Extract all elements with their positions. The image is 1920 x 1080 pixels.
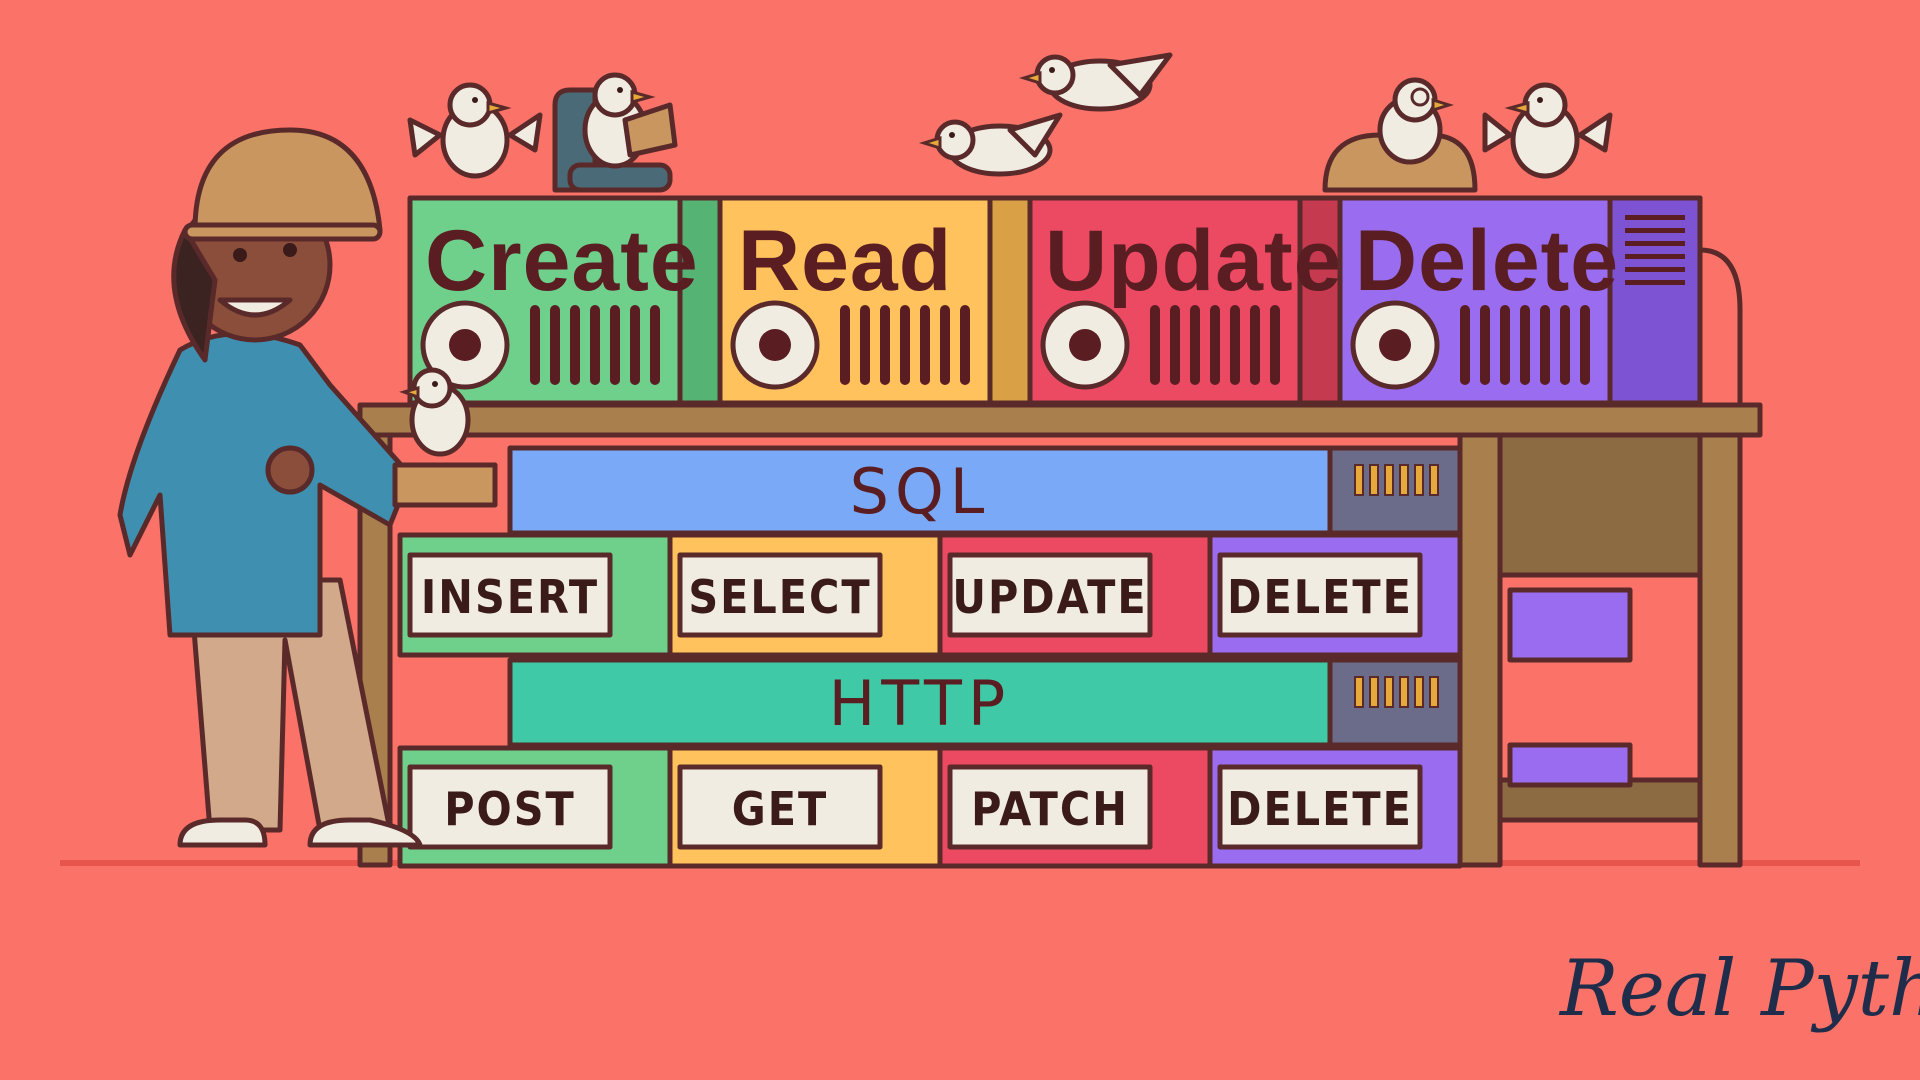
http-method-post: POST [444,782,576,836]
crud-label-read: Read [738,213,952,309]
crud-label-delete: Delete [1355,213,1619,309]
http-method-patch: PATCH [971,782,1129,836]
bird-flying-2 [1018,52,1173,112]
vent-create [530,305,660,385]
hair [171,227,218,363]
developer-character [117,127,498,848]
http-connectors [1354,676,1439,708]
real-python-logo: Real Python [1558,944,1920,1034]
right-shoe [307,817,423,848]
sql-commands-row: INSERT SELECT UPDATE DELETE [397,532,1463,658]
sql-command-update: UPDATE [952,570,1147,624]
sql-command-delete: DELETE [1227,570,1413,624]
sql-command-delete-plate [1217,552,1423,638]
vent-read [840,305,970,385]
bird-reading-in-chair [552,72,678,193]
sql-command-select-plate [677,552,883,638]
vent-update [1150,305,1280,385]
sql-band: SQL [507,445,1463,536]
crud-module-create: Create [407,195,723,406]
vent-delete [1460,305,1590,385]
crud-label-create: Create [425,213,699,309]
crud-module-delete: Delete [1337,195,1703,406]
monocle-icon [1410,87,1430,107]
vent-delete-side [1625,215,1685,285]
http-method-post-plate [407,764,613,850]
bird-flying-1 [918,112,1063,177]
crud-module-read: Read [717,195,1033,406]
sql-command-insert-plate [407,552,613,638]
bird-in-nest [1322,77,1478,193]
side-panel-lower [1507,742,1633,788]
http-method-patch-plate [947,764,1153,850]
bird-on-create [407,82,543,179]
crud-label-update: Update [1045,213,1342,309]
http-method-get: GET [732,782,828,836]
crud-row: Create Read [407,195,1703,406]
http-band: HTTP [507,657,1463,748]
thumbs-up-hand [265,445,315,495]
falconry-glove [392,462,498,508]
book-icon [622,102,678,158]
sql-connectors [1354,464,1439,496]
http-label: HTTP [829,667,1012,740]
http-method-delete: DELETE [1227,782,1413,836]
bird-on-glove [399,367,471,457]
side-panel-upper [1507,587,1633,663]
pith-helmet [192,127,383,233]
bird-on-delete [1482,82,1613,179]
http-methods-row: POST GET PATCH DELETE [397,745,1463,869]
sql-command-insert: INSERT [421,570,599,624]
left-shoe [177,817,268,848]
http-method-delete-plate [1217,764,1423,850]
sql-command-update-plate [947,552,1153,638]
crud-module-update: Update [1027,195,1343,406]
sql-command-select: SELECT [688,570,871,624]
http-method-get-plate [677,764,883,850]
sql-label: SQL [850,455,991,528]
smile [217,297,293,318]
